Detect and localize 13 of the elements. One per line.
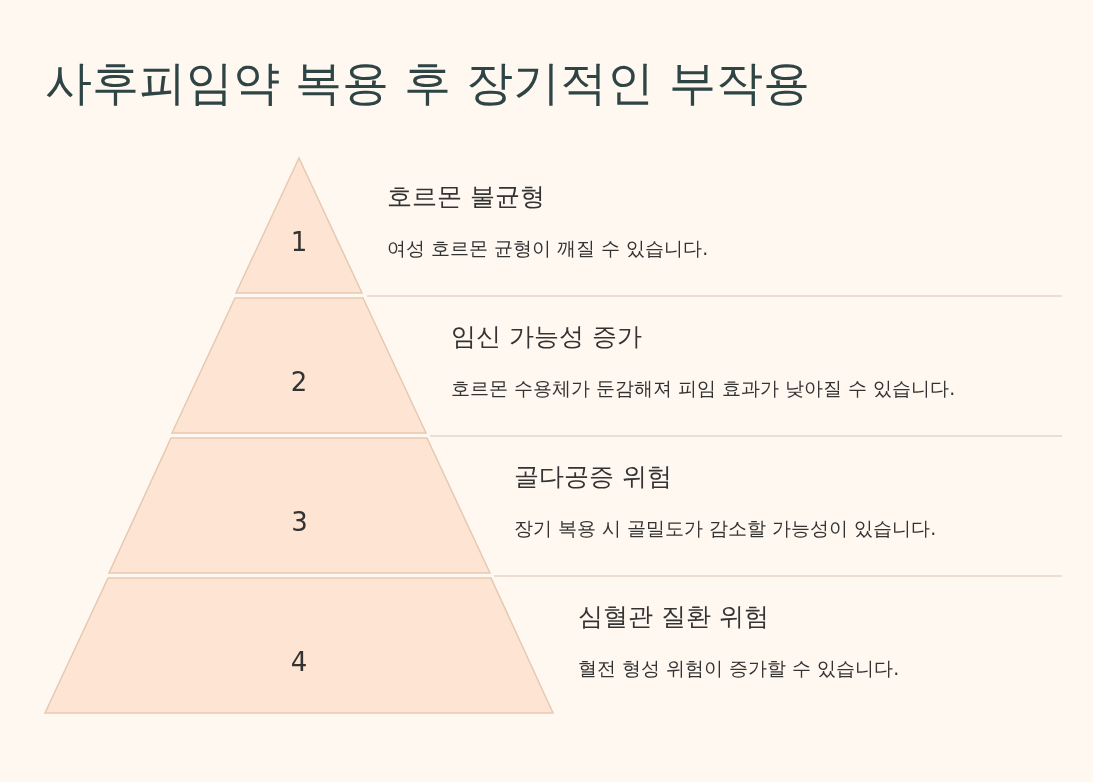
level-number: 3 <box>291 506 308 537</box>
level-heading: 호르몬 불균형 <box>387 181 545 213</box>
level-description: 장기 복용 시 골밀도가 감소할 가능성이 있습니다. <box>514 516 937 541</box>
level-number: 4 <box>290 646 308 677</box>
level-number: 1 <box>290 226 308 257</box>
level-description: 혈전 형성 위험이 증가할 수 있습니다. <box>578 656 900 681</box>
level-description: 호르몬 수용체가 둔감해져 피임 효과가 낮아질 수 있습니다. <box>451 376 956 401</box>
level-description: 여성 호르몬 균형이 깨질 수 있습니다. <box>387 236 709 261</box>
level-heading: 임신 가능성 증가 <box>451 321 642 353</box>
title: 사후피임약 복용 후 장기적인 부작용 <box>45 54 810 112</box>
level-number: 2 <box>290 366 308 397</box>
level-heading: 골다공증 위험 <box>514 461 672 493</box>
level-heading: 심혈관 질환 위험 <box>578 601 769 633</box>
